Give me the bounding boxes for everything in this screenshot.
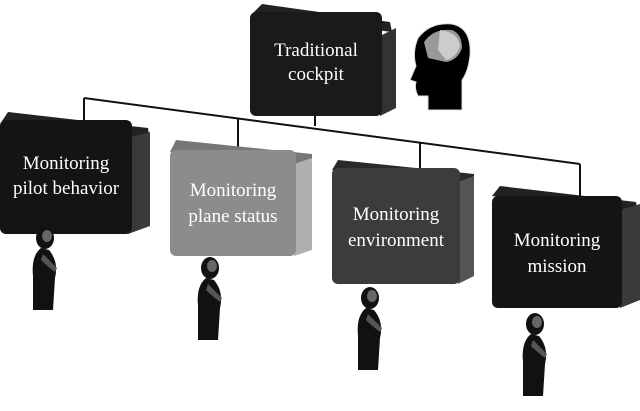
root-box [250,12,382,116]
root-label-line2: cockpit [288,64,345,85]
pilot-figure-icon [32,227,57,310]
pilot-figure-icon [522,313,547,396]
node-monitoring-mission: Monitoring mission [492,186,640,396]
node3-label-line2: environment [348,230,445,251]
root-node-traditional-cockpit: Traditional cockpit [250,4,396,116]
node2-label-line2: plane status [188,206,277,227]
node-monitoring-plane-status: Monitoring plane status [170,140,312,340]
node3-label-line1: Monitoring [353,204,440,225]
connector-lines [83,97,581,196]
pilot-figure-icon [197,257,222,340]
node2-label-line1: Monitoring [190,180,277,201]
node4-label-line2: mission [527,256,587,277]
node-monitoring-environment: Monitoring environment [332,160,474,370]
pilot-figure-icon [357,287,382,370]
root-label-line1: Traditional [274,40,358,61]
node1-label-line2: pilot behavior [13,178,120,199]
node-monitoring-pilot-behavior: Monitoring pilot behavior [0,112,150,310]
node1-label-line1: Monitoring [23,153,110,174]
node4-label-line1: Monitoring [514,230,601,251]
human-head-brain-icon [409,23,471,111]
